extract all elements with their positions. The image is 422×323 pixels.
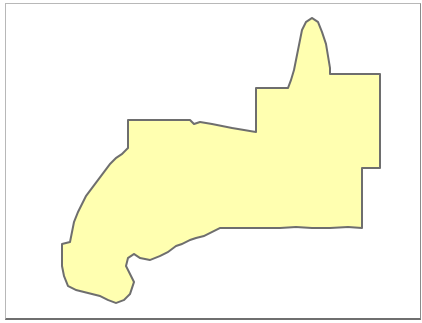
map-region-polygon[interactable] <box>61 17 381 304</box>
